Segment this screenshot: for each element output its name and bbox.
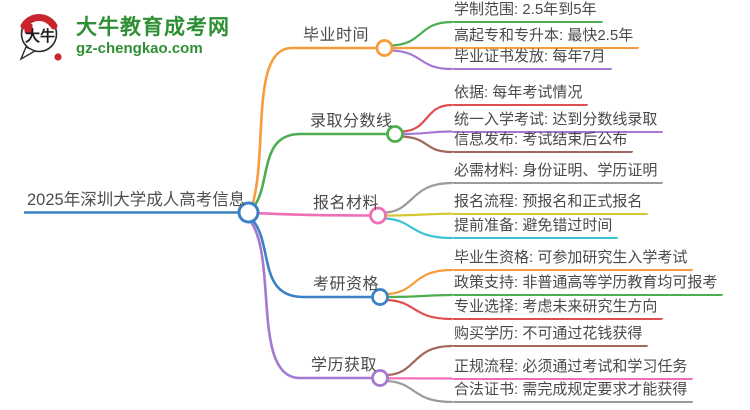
leaf-major-choice: 专业选择: 考虑未来研究生方向 bbox=[452, 298, 664, 320]
branch-1-node-circle bbox=[375, 39, 394, 57]
branch-label-postgraduate-eligibility: 考研资格 bbox=[313, 276, 380, 293]
branch-5-line bbox=[250, 221, 373, 380]
leaf-policy-support: 政策支持: 非普通高等学历教育均可报考 bbox=[452, 274, 724, 296]
leaf-formal-process: 正规流程: 必须通过考试和学习任务 bbox=[452, 358, 694, 380]
site-url: gz-chengkao.com bbox=[76, 40, 203, 57]
leaf-required-materials: 必需材料: 身份证明、学历证明 bbox=[452, 162, 664, 184]
branch-label-graduation-time: 毕业时间 bbox=[303, 27, 370, 44]
branch-1-leaf-3-connector bbox=[391, 49, 453, 71]
leaf-diploma-issue-date: 毕业证书发放: 每年7月 bbox=[452, 48, 612, 70]
leaf-prepare-early: 提前准备: 避免错过时间 bbox=[452, 217, 619, 239]
site-logo: 大牛 大牛教育成考网 gz-chengkao.com bbox=[12, 8, 230, 66]
branch-5-leaf-1-connector bbox=[387, 344, 453, 377]
branch-3-line bbox=[258, 211, 371, 217]
leaf-registration-process: 报名流程: 预报名和正式报名 bbox=[452, 193, 649, 215]
branch-2-leaf-1-connector bbox=[402, 103, 453, 133]
branch-2-leaf-2-connector bbox=[402, 130, 453, 136]
branch-1-leaf-1-connector bbox=[391, 20, 453, 47]
leaf-study-duration: 学制范围: 2.5年到5年 bbox=[452, 1, 603, 23]
leaf-legal-certificate: 合法证书: 需完成规定要求才能获得 bbox=[452, 381, 694, 403]
branch-label-registration-materials: 报名材料 bbox=[313, 194, 380, 212]
logo-bubble-icon: 大牛 bbox=[19, 14, 62, 61]
root-node-label: 2025年深圳大学成人高考信息 bbox=[27, 191, 246, 209]
branch-4-leaf-2-connector bbox=[387, 293, 453, 299]
branch-5-node-circle bbox=[371, 369, 389, 387]
branch-4-leaf-1-connector bbox=[387, 268, 453, 296]
branch-label-diploma-acquisition: 学历获取 bbox=[311, 357, 378, 374]
branch-2-leaf-3-connector bbox=[402, 135, 453, 154]
branch-5-leaf-3-connector bbox=[387, 379, 453, 404]
leaf-unified-exam: 统一入学考试: 达到分数线录取 bbox=[452, 111, 664, 133]
branch-4-node-circle bbox=[371, 288, 389, 306]
leaf-score-announcement: 信息发布: 考试结束后公布 bbox=[452, 131, 634, 153]
branch-label-admission-score: 录取分数线 bbox=[310, 113, 393, 130]
leaf-no-buying-diploma: 购买学历: 不可通过花钱获得 bbox=[452, 325, 649, 347]
branch-3-node-circle bbox=[369, 206, 387, 225]
branch-2-line bbox=[252, 132, 388, 208]
branch-4-line bbox=[251, 219, 373, 299]
leaf-graduate-eligibility: 毕业生资格: 可参加研究生入学考试 bbox=[452, 249, 694, 271]
leaf-fastest-duration: 高起专和专升本: 最快2.5年 bbox=[452, 27, 640, 49]
branch-3-leaf-1-connector bbox=[385, 181, 453, 214]
branch-3-leaf-2-connector bbox=[385, 212, 453, 217]
branch-3-leaf-3-connector bbox=[385, 217, 453, 240]
logo-bubble-text: 大牛 bbox=[25, 27, 55, 45]
site-name: 大牛教育成考网 bbox=[76, 16, 230, 39]
branch-4-leaf-3-connector bbox=[387, 298, 453, 321]
branch-1-line bbox=[251, 46, 377, 205]
root-node-circle bbox=[237, 201, 260, 224]
branch-2-node-circle bbox=[386, 125, 404, 143]
leaf-score-basis: 依据: 每年考试情况 bbox=[452, 84, 589, 106]
